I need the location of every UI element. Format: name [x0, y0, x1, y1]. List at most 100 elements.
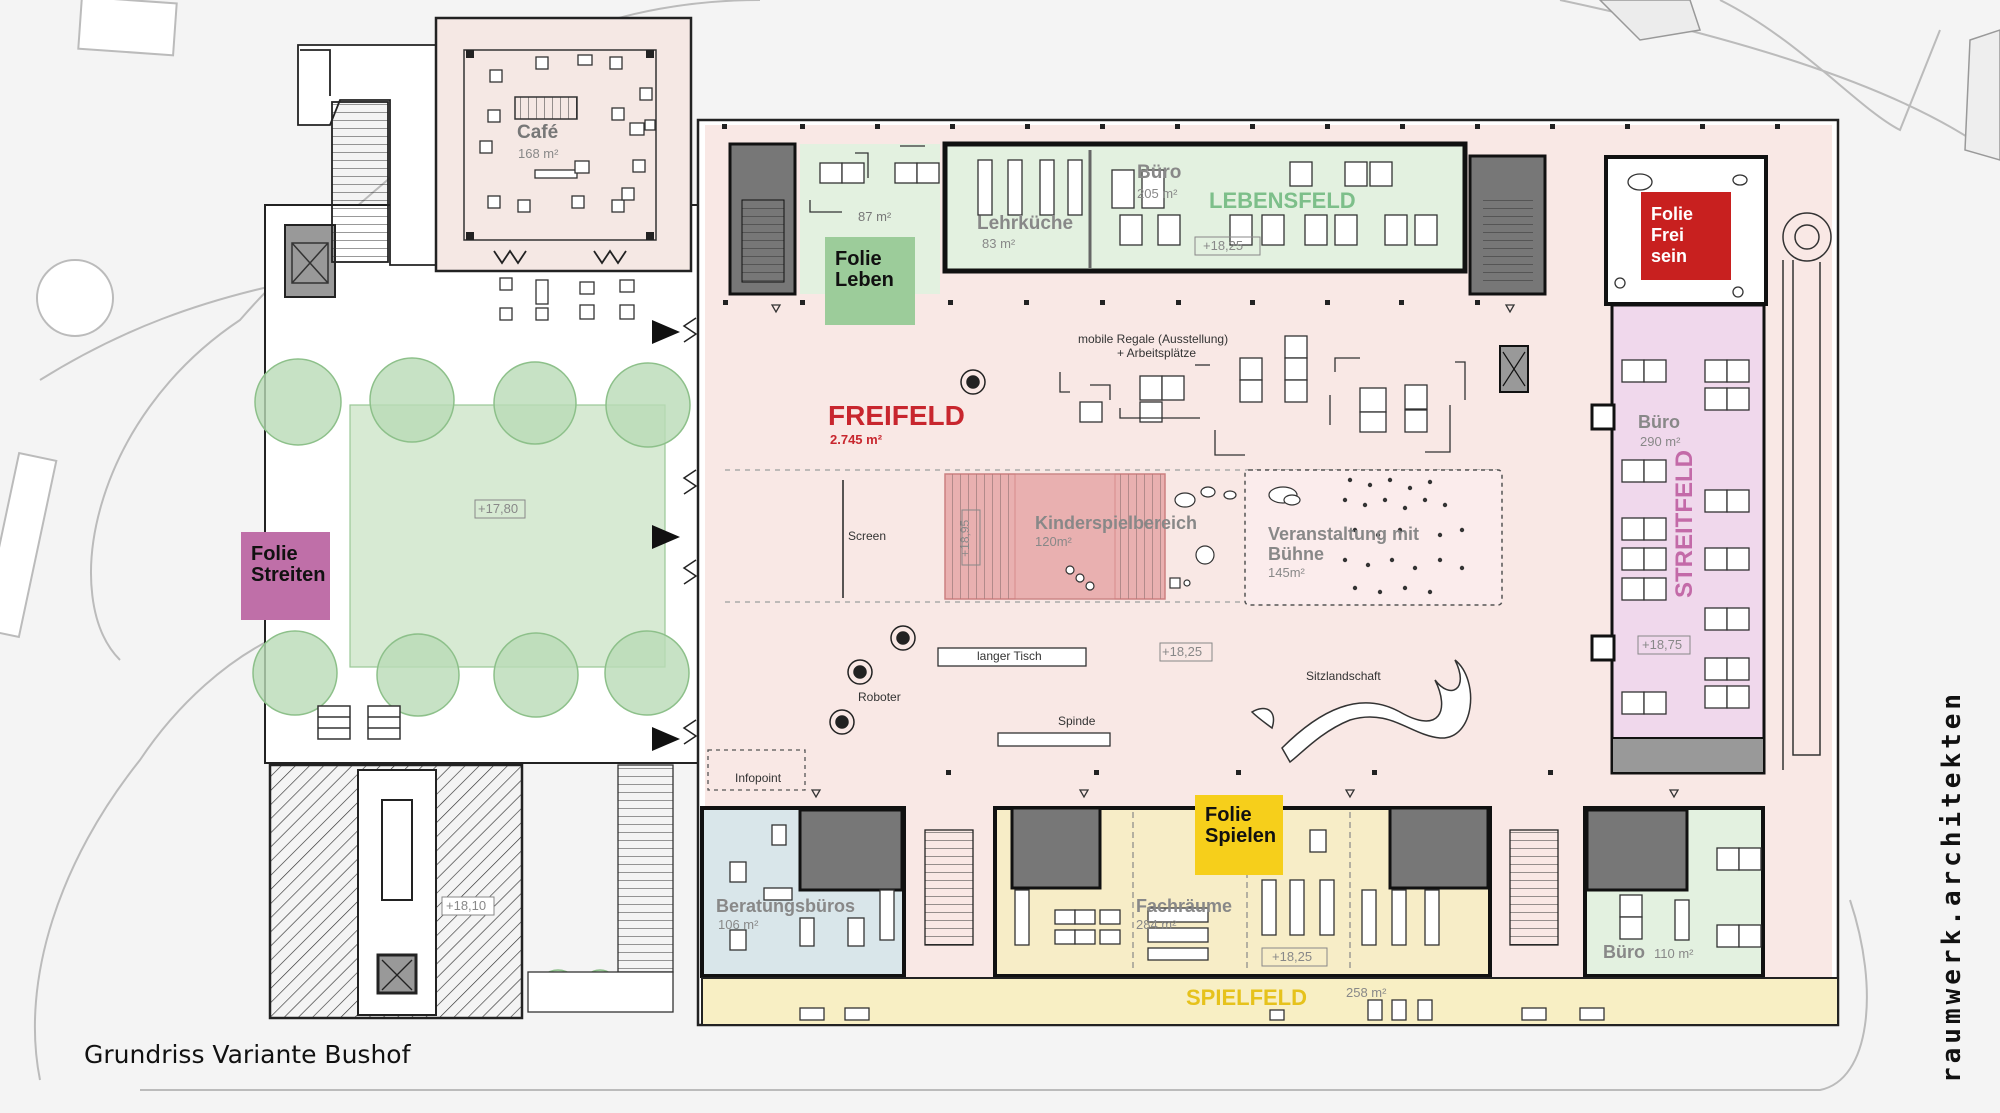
kinder-area: 120m² [1035, 534, 1072, 549]
buero-bottom-core [1585, 808, 1689, 892]
spinde [997, 732, 1111, 747]
spielfeld-furniture [799, 999, 1605, 1021]
site-rect-left [0, 451, 58, 639]
roboter-label: Roboter [858, 690, 901, 704]
streitfeld-desks [1621, 359, 1750, 715]
fachraeume-area: 284 m² [1136, 917, 1177, 932]
folie-streiten-line1: Folie [251, 543, 298, 565]
beratung-label: Beratungsbüros [716, 896, 856, 916]
cafe-tables [479, 54, 656, 213]
folie-spielen-line1: Folie [1205, 804, 1252, 826]
terrace-shaft [284, 224, 336, 298]
buero-right-area: 290 m² [1640, 434, 1681, 449]
sitzlandschaft-label: Sitzlandschaft [1306, 669, 1381, 683]
center-level-tag [1159, 642, 1213, 662]
fach-core-left [1010, 806, 1102, 890]
spielfeld-label: SPIELFELD [1186, 985, 1308, 1010]
cafe-outdoor-tables [499, 277, 635, 321]
cafe-label: Café [517, 122, 559, 143]
folie-frei-box [1641, 192, 1731, 280]
lehrkueche-label: Lehrküche [977, 213, 1074, 234]
stair-lower-right [1509, 829, 1559, 946]
hatched-core-shaft [376, 953, 418, 995]
stair-lower [617, 764, 674, 973]
robot-targets [829, 369, 986, 735]
folie-leben-line2: Leben [835, 269, 894, 291]
cafe-doors [493, 249, 627, 265]
spielfeld-area: 258 m² [1346, 985, 1387, 1000]
ground-strip [527, 971, 674, 1013]
lebensfeld-desks [977, 159, 1438, 246]
spinde-label: Spinde [1058, 714, 1096, 728]
terrace-shaft-cross [291, 242, 329, 284]
streitfeld-bottom [1611, 737, 1765, 774]
infopoint [707, 749, 806, 791]
shaft-center-cross [1502, 351, 1526, 387]
streitfeld-label: STREITFELD [1671, 450, 1698, 598]
veranstaltung-room [1244, 469, 1503, 606]
veranstaltung-stage [1268, 486, 1301, 506]
hatched-core-inner [381, 799, 413, 901]
buero-top-area: 205 m² [1137, 186, 1178, 201]
freifeld-label: FREIFELD [828, 400, 965, 431]
kinder-steps-right [1114, 473, 1166, 600]
veranstaltung-label-1: Veranstaltung mit [1268, 524, 1420, 544]
fach-level-tag [1261, 947, 1328, 967]
terrace-level-tag [474, 499, 526, 519]
spiral-stair [1782, 212, 1832, 770]
streitfeld-level: +18,75 [1642, 637, 1683, 652]
kinder-level-tag [961, 509, 981, 566]
hatched-core-shaft-cross [381, 959, 413, 991]
kinder-label: Kinderspielbereich [1035, 513, 1198, 533]
fach-level: +18,25 [1272, 949, 1313, 964]
beratung-desks [729, 824, 895, 951]
folie-frei: Folie Frei sein [1641, 192, 1731, 280]
center-level: +18,25 [1162, 644, 1203, 659]
screen-label: Screen [848, 529, 887, 543]
veranstaltung-seats [1342, 477, 1465, 595]
arbeitsplaetze-label: + Arbeitsplätze [1117, 346, 1197, 360]
cafe-inner [463, 49, 657, 241]
veranstaltung-area: 145m² [1268, 565, 1305, 580]
leben-area: 87 m² [858, 209, 892, 224]
streitfeld-recesses [1590, 403, 1616, 662]
fach-dividers [1132, 812, 1351, 972]
fach-core-right [1388, 806, 1490, 890]
outer-stairs [297, 44, 437, 266]
sitzlandschaft-small [1250, 707, 1275, 730]
beratung-core [798, 808, 904, 892]
building-level: +18,10 [446, 898, 487, 913]
entrance-arrows [652, 320, 680, 751]
lebensfeld-level-tag [1194, 236, 1261, 256]
folie-frei-line1: Folie [1651, 204, 1694, 224]
terrace-green-field [349, 404, 666, 668]
cafe-room [434, 16, 693, 273]
hatched-level-tag [441, 896, 495, 916]
langer-tisch-label: langer Tisch [977, 649, 1042, 663]
fachraeume-label: Fachräume [1136, 896, 1233, 916]
beratung-area: 106 m² [718, 917, 759, 932]
lehrkueche-area: 83 m² [982, 236, 1016, 251]
folie-spielen-box [1195, 795, 1283, 875]
frei-sein-stones [1614, 173, 1748, 298]
folie-leben: Folie Leben [825, 237, 915, 325]
buero-top-label: Büro [1137, 162, 1182, 183]
folie-leben-line1: Folie [835, 248, 882, 270]
stair-core-left-steps [741, 199, 785, 283]
infopoint-label: Infopoint [735, 771, 782, 785]
cafe-columns [466, 50, 654, 240]
stair-core-mid-steps [1483, 200, 1533, 282]
veranstaltung-label-2: Bühne [1268, 544, 1324, 564]
folie-streiten-box [241, 532, 330, 620]
lebensfeld-label: LEBENSFELD [1209, 188, 1356, 213]
site-rect-top [77, 0, 178, 57]
cafe-area: 168 m² [518, 146, 559, 161]
site-top-right [1598, 0, 1701, 41]
terrace-level: +17,80 [478, 501, 519, 516]
folie-frei-line2: Frei sein [1651, 225, 1688, 266]
mobile-regale-label: mobile Regale (Ausstellung) [1078, 332, 1229, 346]
langer-tisch [937, 647, 1087, 667]
kinder-toys [1065, 486, 1237, 591]
buero-bottom-desks [1619, 847, 1762, 948]
